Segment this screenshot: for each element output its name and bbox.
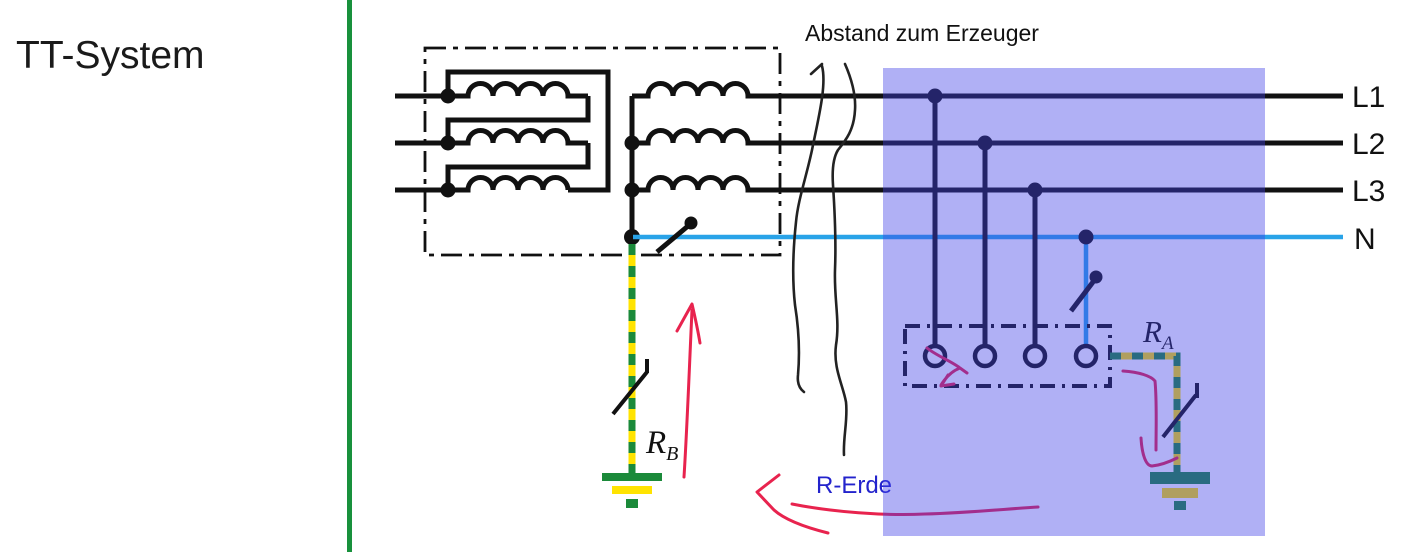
earth-bar-2: [1162, 488, 1198, 498]
terminal-l2: [972, 343, 998, 369]
earth-bar-1: [1150, 472, 1210, 484]
consumer-earth-conductor: [1110, 352, 1181, 473]
earth-bar-3: [626, 499, 638, 508]
squiggle-right: [831, 62, 857, 457]
vertical-divider: [347, 0, 352, 552]
junction-dot: [624, 182, 640, 198]
distance-squiggles: [791, 62, 857, 457]
ra-label: RA: [1142, 314, 1174, 354]
earth-bar-1: [602, 473, 662, 481]
junction-dot: [977, 135, 993, 151]
junction-dot: [1027, 182, 1043, 198]
label-l3: L3: [1352, 175, 1385, 208]
line-l2: [632, 128, 1343, 146]
switch-dot: [1089, 270, 1103, 284]
source-boundary-box: [423, 46, 782, 257]
label-l2: L2: [1352, 128, 1385, 161]
delta-link-2: [445, 143, 591, 190]
line-l1: [632, 81, 1343, 99]
label-n: N: [1354, 223, 1376, 256]
earth-resistance-note: R-Erde: [816, 472, 892, 499]
red-up-arrow-head: [675, 302, 702, 345]
red-up-arrow-shaft: [682, 308, 694, 479]
delta-coil-l3: [395, 175, 571, 193]
junction-dot: [1078, 229, 1094, 245]
switch-blade: [1069, 280, 1095, 313]
switch-blade: [611, 370, 649, 416]
junction-dot: [440, 182, 456, 198]
star-junction-dots: [624, 135, 640, 245]
rb-label: RB: [645, 425, 678, 465]
delta-link-3: [445, 69, 611, 193]
earth-bar-2: [612, 486, 652, 494]
conductor-labels: L1 L2 L3 N: [1352, 81, 1385, 256]
red-ra-arrow: [1121, 369, 1179, 468]
switch-blade: [655, 224, 690, 254]
consumer-earth-switch: [1161, 383, 1199, 439]
distance-annotation: Abstand zum Erzeuger: [805, 20, 1039, 46]
junction-dot: [624, 135, 640, 151]
pe-green-dashes: [1110, 352, 1181, 473]
delta-link-1: [445, 96, 591, 143]
source-earth-switch: [611, 359, 649, 416]
squiggle-left-hook: [809, 62, 824, 76]
switch-blade: [1161, 393, 1198, 439]
source-earth-electrode: [602, 473, 662, 508]
delta-coil-l2: [395, 128, 588, 146]
junction-dot: [927, 88, 943, 104]
delta-coil-l1: [395, 81, 588, 99]
star-winding: [629, 81, 1343, 237]
red-left-arrow-shaft: [790, 502, 1040, 517]
switch-dot: [684, 216, 698, 230]
label-l1: L1: [1352, 81, 1385, 114]
terminal-l3: [1022, 343, 1048, 369]
page-title: TT-System: [16, 34, 205, 77]
source-neutral-switch: [655, 216, 698, 254]
delta-junction-dots: [440, 88, 456, 198]
red-terminal-arrow: [925, 346, 969, 388]
squiggle-left: [791, 64, 825, 394]
junction-dot: [440, 88, 456, 104]
consumer-earth-electrode: [1150, 472, 1210, 510]
line-l3: [632, 175, 1343, 193]
red-annotations: [675, 302, 1179, 535]
red-left-arrow-head: [755, 473, 830, 535]
consumer-neutral-switch: [1069, 270, 1103, 313]
delta-winding: [395, 69, 611, 193]
junction-dot: [440, 135, 456, 151]
earth-bar-3: [1174, 501, 1186, 510]
star-point-dot: [624, 229, 640, 245]
consumer-highlight-overlay: [883, 68, 1265, 536]
terminal-n: [1073, 343, 1099, 369]
